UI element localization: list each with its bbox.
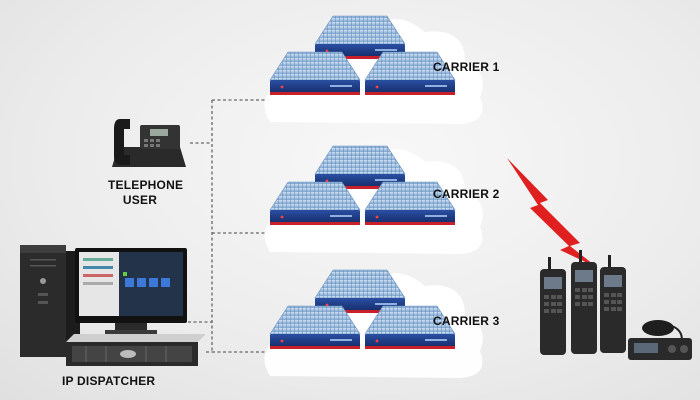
desktop-tower-icon <box>20 245 80 357</box>
telephone-icon <box>112 119 186 167</box>
monitor-icon <box>75 248 187 334</box>
rack-server-icon <box>66 334 206 366</box>
carrier-2-label: CARRIER 2 <box>433 187 500 201</box>
telephone-user-label: TELEPHONE USER <box>108 178 184 208</box>
radio-handset-icon <box>600 255 626 353</box>
telephone-user-label-line1: TELEPHONE <box>108 178 184 192</box>
radio-handset-icon <box>571 250 597 354</box>
mobile-radio-icon <box>628 320 692 360</box>
lightning-bolt-icon <box>507 158 598 268</box>
carrier-1-label: CARRIER 1 <box>433 60 500 74</box>
radio-handset-icon <box>540 257 566 355</box>
telephone-user-label-line2: USER <box>122 193 158 207</box>
connector-lines <box>188 99 272 353</box>
ip-dispatcher-label: IP DISPATCHER <box>62 374 156 388</box>
carrier-3-label: CARRIER 3 <box>433 314 500 328</box>
